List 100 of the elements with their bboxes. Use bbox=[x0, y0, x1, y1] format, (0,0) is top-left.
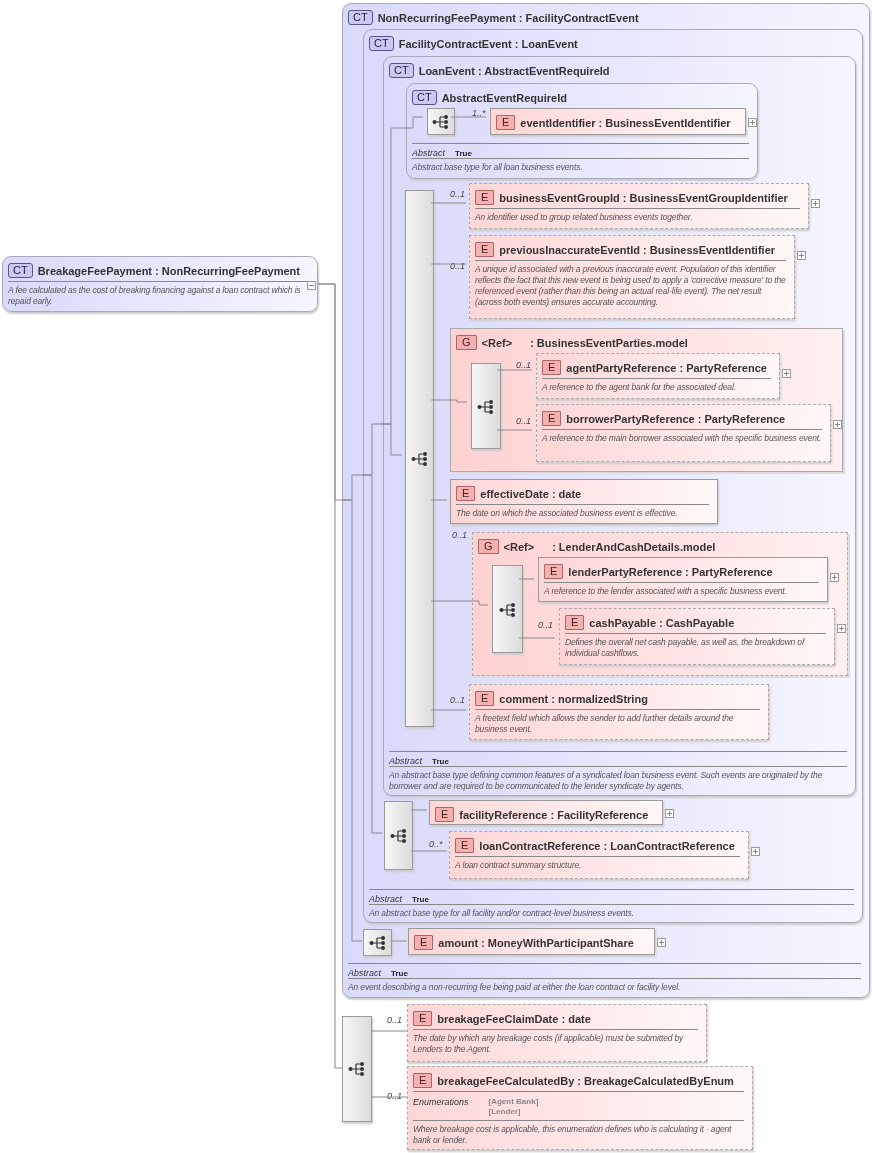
element-box bbox=[429, 800, 663, 825]
connector-line bbox=[468, 600, 489, 606]
element-title: breakageFeeCalculatedBy : BreakageCalculatedByEnum bbox=[437, 1074, 734, 1087]
connector-line bbox=[410, 809, 428, 811]
element-box bbox=[469, 235, 795, 319]
property-value: True bbox=[455, 149, 472, 158]
element-title: cashPayable : CashPayable bbox=[589, 616, 735, 629]
connector-line bbox=[430, 709, 467, 711]
type-badge: G bbox=[478, 539, 499, 555]
type-badge: E bbox=[542, 411, 562, 427]
group-title: : LenderAndCashDetails.model bbox=[552, 540, 716, 553]
description-text: An identifier used to group related business events together. bbox=[475, 212, 694, 223]
ref-label: <Ref> bbox=[503, 540, 535, 553]
enumeration-value: [Agent Bank] bbox=[488, 1097, 539, 1107]
type-badge: E bbox=[455, 838, 475, 854]
type-badge: E bbox=[413, 1073, 433, 1089]
multiplicity-label: 0..1 bbox=[450, 695, 465, 705]
type-badge: E bbox=[435, 807, 455, 823]
element-title: previousInaccurateEventId : BusinessEventIdentifier bbox=[499, 243, 776, 256]
connector-line bbox=[361, 474, 383, 834]
connector-line bbox=[450, 116, 487, 118]
description-text: A reference to the main borrower associated with the specific business event. bbox=[542, 433, 822, 444]
description-text: The date by which any breakage costs (if applicable) must be submitted by Lenders to the Agent. bbox=[413, 1033, 685, 1055]
element-title: AbstractEventRequireId bbox=[441, 91, 567, 104]
element-title: comment : normalizedString bbox=[499, 692, 648, 705]
multiplicity-label: 0..1 bbox=[387, 1091, 402, 1101]
element-box bbox=[449, 831, 749, 879]
group-title: : BusinessEventParties.model bbox=[530, 336, 688, 349]
sequence-box bbox=[342, 1016, 372, 1122]
element-title: amount : MoneyWithParticipantShare bbox=[438, 936, 634, 949]
ref-label: <Ref> bbox=[481, 336, 513, 349]
element-title: borrowerPartyReference : PartyReference bbox=[566, 412, 786, 425]
type-badge: E bbox=[544, 564, 564, 580]
element-box bbox=[559, 608, 835, 665]
element-box bbox=[536, 404, 831, 462]
property-label: Abstract bbox=[389, 756, 422, 766]
description-text: Abstract base type for all loan business events. bbox=[412, 162, 584, 173]
connector-line bbox=[430, 399, 448, 401]
description-text: Defines the overall net cash payable, as well as, the breakdown of individual cashflows. bbox=[565, 637, 806, 659]
element-title: eventIdentifier : BusinessEventIdentifier bbox=[520, 116, 731, 129]
type-badge: E bbox=[456, 486, 476, 502]
type-badge: E bbox=[413, 1011, 433, 1027]
multiplicity-label: 0..1 bbox=[516, 416, 531, 426]
multiplicity-label: 0..1 bbox=[450, 189, 465, 199]
connector-line bbox=[371, 1030, 408, 1032]
connector-line bbox=[496, 369, 533, 371]
property-value: True bbox=[432, 757, 449, 766]
element-title: loanContractReference : LoanContractReference bbox=[479, 839, 735, 852]
element-title: BreakageFeePayment : NonRecurringFeePayment bbox=[37, 264, 300, 277]
type-badge: CT bbox=[389, 63, 414, 79]
element-title: LoanEvent : AbstractEventRequireId bbox=[418, 64, 610, 77]
multiplicity-label: 0..1 bbox=[452, 530, 467, 540]
element-box bbox=[490, 108, 746, 135]
element-title: breakageFeeClaimDate : date bbox=[437, 1012, 591, 1025]
description-text: The date on which the associated business event is effective. bbox=[456, 508, 679, 519]
property-label: Abstract bbox=[348, 968, 381, 978]
element-box bbox=[407, 1066, 753, 1150]
description-text: Where breakage cost is applicable, this enumeration defines who is calculating it - agent bank or lender. bbox=[413, 1124, 733, 1146]
property-label: Abstract bbox=[369, 894, 402, 904]
connector-line bbox=[410, 850, 448, 852]
connector-line bbox=[430, 600, 470, 602]
description-text: An event describing a non-recurring fee being paid at either the loan contract or facility level. bbox=[348, 982, 682, 993]
type-badge: CT bbox=[412, 90, 437, 106]
multiplicity-label: 0..1 bbox=[450, 261, 465, 271]
description-text: A reference to the agent bank for the associated deal. bbox=[542, 382, 737, 393]
multiplicity-label: 0..1 bbox=[538, 620, 553, 630]
connector-line bbox=[430, 202, 467, 204]
element-box bbox=[408, 928, 655, 955]
type-badge: CT bbox=[8, 263, 33, 279]
property-value: True bbox=[412, 895, 429, 904]
type-badge: E bbox=[542, 360, 562, 376]
element-title: lenderPartyReference : PartyReference bbox=[568, 565, 773, 578]
type-panel bbox=[2, 256, 318, 312]
multiplicity-label: 0..1 bbox=[387, 1015, 402, 1025]
element-title: facilityReference : FacilityReference bbox=[459, 808, 649, 821]
element-title: NonRecurringFeePayment : FacilityContractEvent bbox=[377, 11, 639, 24]
sequence-box bbox=[492, 565, 523, 653]
multiplicity-label: 1..* bbox=[472, 108, 486, 118]
type-panel bbox=[383, 56, 856, 796]
sequence-box bbox=[471, 363, 501, 449]
sequence-box bbox=[384, 801, 413, 870]
element-box bbox=[450, 479, 718, 524]
description-text: A freetext field which allows the sender to add further details around the business event. bbox=[475, 713, 735, 735]
sequence-box bbox=[363, 929, 392, 956]
type-panel bbox=[406, 83, 758, 179]
connector-line bbox=[430, 263, 467, 265]
group-box bbox=[472, 532, 848, 676]
connector-line bbox=[371, 1096, 408, 1098]
connector-line bbox=[317, 283, 343, 1069]
property-value: True bbox=[391, 969, 408, 978]
connector-line bbox=[496, 429, 533, 431]
sequence-box bbox=[405, 190, 434, 727]
description-text: A fee calculated as the cost of breaking financing against a loan contract which is repaid early. bbox=[8, 285, 302, 307]
connector-line bbox=[341, 499, 363, 942]
element-box bbox=[469, 684, 769, 740]
enumeration-value: [Lender] bbox=[488, 1107, 522, 1117]
description-text: An abstract base type defining common features of a syndicated loan business event. Such events are originated by the borrower and are required to be communicated to the lender syndicate by agents. bbox=[389, 770, 824, 792]
connector-line bbox=[380, 423, 403, 456]
description-text: A reference to the lender associated with a specific business event. bbox=[544, 586, 788, 597]
type-badge: G bbox=[456, 335, 477, 351]
